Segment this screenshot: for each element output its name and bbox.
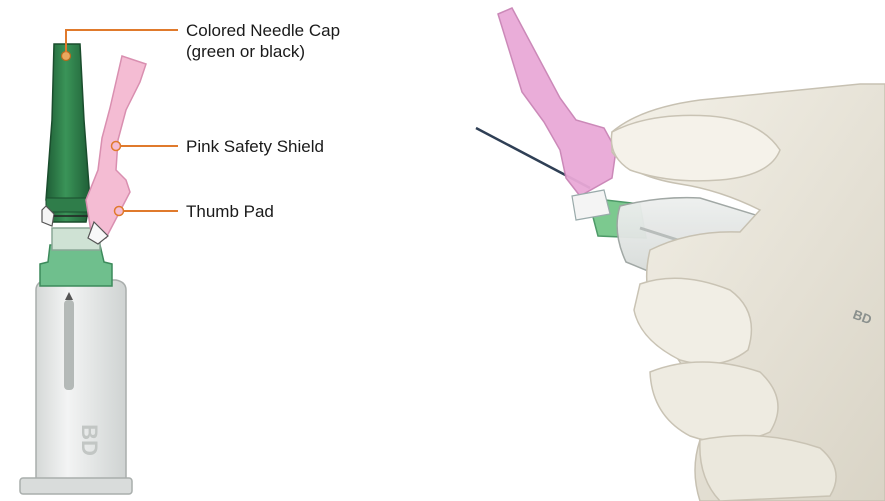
safety-shield-marker <box>112 142 121 151</box>
thumb-pad-marker <box>115 207 124 216</box>
needle-cap-label: Colored Needle Cap <box>186 20 340 41</box>
needle-holder-diagram: BD <box>20 44 146 494</box>
needle-cap <box>46 44 90 222</box>
needle-cap-callout: Colored Needle Cap (green or black) <box>186 20 340 62</box>
thumb-pad-label: Thumb Pad <box>186 201 274 222</box>
safety-shield-label: Pink Safety Shield <box>186 136 324 157</box>
needle-cap-leader <box>66 30 178 52</box>
gloved-hand-photo: BD <box>476 8 885 501</box>
holder-brand-logo: BD <box>77 424 102 456</box>
needle-cap-sublabel: (green or black) <box>186 41 340 62</box>
tube-holder: BD <box>20 280 132 494</box>
needle-cap-marker <box>62 52 71 61</box>
